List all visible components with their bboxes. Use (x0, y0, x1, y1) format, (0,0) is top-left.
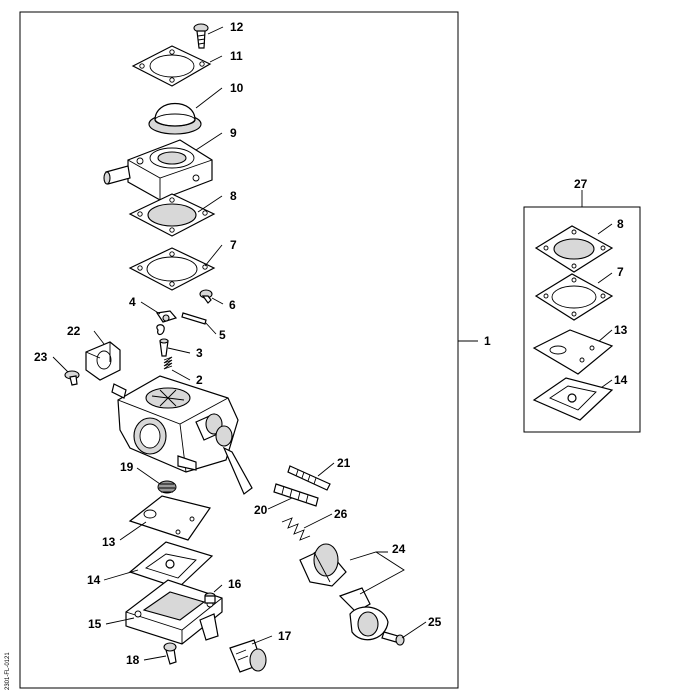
callout-23: 23 (34, 350, 48, 364)
part-15-metering-cover (125, 579, 223, 645)
part-10-primer-bulb (148, 102, 202, 135)
callout-22: 22 (67, 324, 81, 338)
carburetor-body (111, 375, 253, 495)
kit-callout-13: 13 (614, 323, 628, 337)
kit-callout-7: 7 (617, 265, 624, 279)
part-17-plug (229, 639, 267, 673)
main-assembly-frame (19, 11, 459, 689)
callout-19: 19 (120, 460, 134, 474)
part-25-screw (381, 631, 405, 646)
callout-25: 25 (428, 615, 442, 629)
part-13-metering-diaphragm (128, 495, 211, 541)
kit-part-14-gasket (532, 377, 614, 421)
callout-4: 4 (129, 295, 136, 309)
callout-18: 18 (126, 653, 140, 667)
callout-21: 21 (337, 456, 351, 470)
callout-11: 11 (230, 49, 243, 63)
part-6-screw (199, 289, 213, 304)
part-2-spring (163, 356, 173, 370)
kit-callout-8: 8 (617, 217, 624, 231)
part-7-gasket (128, 247, 216, 291)
part-24-choke-assembly (299, 543, 389, 641)
part-9-pump-cover (103, 139, 213, 201)
part-18-screw (163, 642, 177, 665)
part-4-clip (156, 324, 165, 336)
callout-9: 9 (230, 126, 237, 140)
part-23-screw (64, 370, 80, 386)
part-3-inlet-needle (159, 338, 169, 357)
part-22-clamp (85, 341, 121, 381)
callout-17: 17 (278, 629, 292, 643)
callout-26: 26 (334, 507, 348, 521)
callout-numbers: 12 11 10 9 8 7 6 5 4 3 2 22 23 1 19 13 1… (34, 20, 628, 667)
kit-part-7-gasket (534, 273, 614, 321)
callout-20: 20 (254, 503, 268, 517)
callout-12: 12 (230, 20, 244, 34)
callout-2: 2 (196, 373, 203, 387)
callout-14: 14 (87, 573, 101, 587)
part-19-filter-screen (157, 480, 177, 494)
callout-1: 1 (484, 334, 491, 348)
callout-5: 5 (219, 328, 226, 342)
part-20-adjusting-screw (273, 483, 319, 507)
reference-code: 2301-FL-0121 (5, 652, 11, 690)
part-21-adjusting-screw (287, 465, 331, 491)
callout-13: 13 (102, 535, 116, 549)
kit-callout-14: 14 (614, 373, 628, 387)
callout-24: 24 (392, 542, 406, 556)
part-12-screw (193, 23, 209, 49)
part-26-spring (281, 517, 311, 541)
part-4-lever (155, 310, 178, 323)
callout-10: 10 (230, 81, 244, 95)
callout-27: 27 (574, 177, 588, 191)
part-14-gasket (128, 541, 214, 589)
callout-7: 7 (230, 238, 237, 252)
part-5-pin (181, 312, 207, 325)
kit-part-8-diaphragm (534, 225, 614, 273)
callout-8: 8 (230, 189, 237, 203)
callout-3: 3 (196, 346, 203, 360)
part-16-valve (204, 592, 216, 604)
callout-16: 16 (228, 577, 242, 591)
callout-6: 6 (229, 298, 236, 312)
leader-lines (52, 26, 613, 661)
kit-part-13-metering-diaphragm (532, 329, 614, 375)
part-11-gasket (131, 45, 212, 87)
callout-15: 15 (88, 617, 102, 631)
part-8-diaphragm (128, 193, 216, 237)
